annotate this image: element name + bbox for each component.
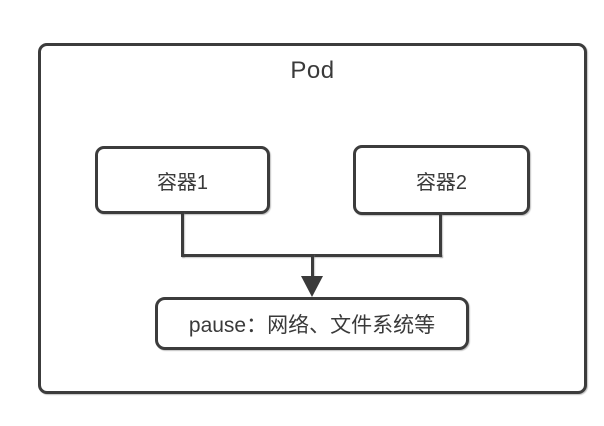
connector-line-to-pause bbox=[311, 254, 314, 279]
pause-node: pause：网络、文件系统等 bbox=[155, 297, 469, 350]
container2-node: 容器2 bbox=[353, 145, 530, 215]
connector-line-from-container1 bbox=[181, 212, 184, 257]
container1-label: 容器1 bbox=[156, 171, 209, 194]
arrow-down-icon bbox=[301, 276, 323, 297]
pause-label: pause：网络、文件系统等 bbox=[188, 313, 436, 337]
container1-node: 容器1 bbox=[95, 146, 270, 214]
connector-line-from-container2 bbox=[439, 213, 442, 257]
container2-label: 容器2 bbox=[415, 171, 468, 194]
pod-label: Pod bbox=[290, 57, 335, 84]
